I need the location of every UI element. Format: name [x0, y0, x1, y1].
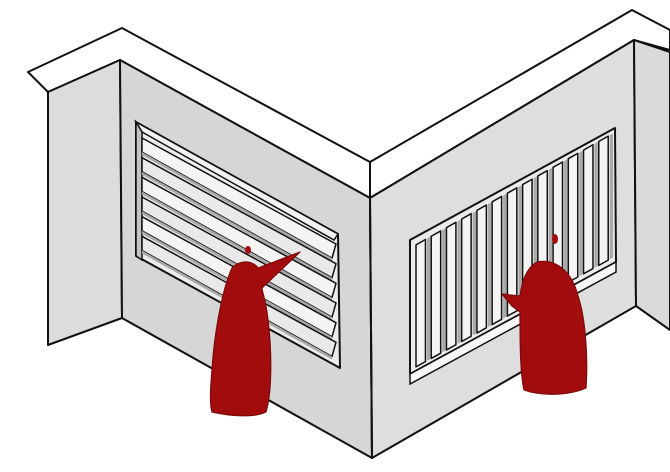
right-slat-shadow — [594, 142, 597, 268]
figure-right-head-dot — [552, 234, 558, 244]
right-slat — [462, 214, 471, 342]
right-slat — [599, 136, 608, 265]
right-slat — [431, 231, 440, 359]
right-slat-shadow — [442, 228, 445, 352]
right-slat-shadow — [564, 159, 567, 284]
right-slat — [416, 240, 425, 367]
right-slat-shadow — [579, 151, 582, 277]
right-slat-shadow — [610, 133, 613, 259]
right-slat — [568, 153, 577, 282]
right-slat — [477, 205, 486, 333]
right-slat-shadow — [503, 194, 506, 319]
left-window-reveal-side — [136, 122, 142, 260]
right-slat-shadow — [488, 202, 491, 327]
figure-left-head-dot — [245, 246, 251, 254]
right-slat-shadow — [427, 237, 430, 361]
left-return-wall — [48, 60, 122, 345]
right-slat — [584, 145, 593, 274]
right-slat — [446, 222, 455, 350]
right-slat-shadow — [457, 220, 460, 344]
right-return-wall — [634, 40, 670, 330]
right-slat — [492, 196, 501, 324]
right-slat-shadow — [473, 211, 476, 335]
